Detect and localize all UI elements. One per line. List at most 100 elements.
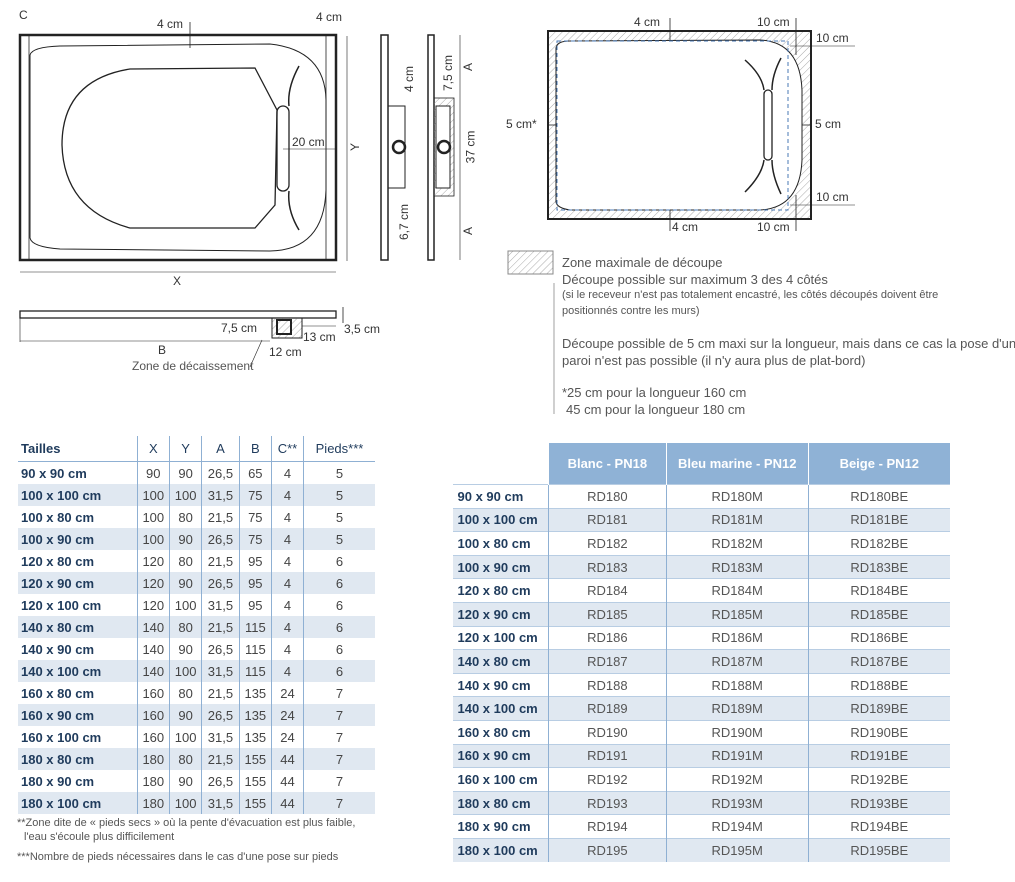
value-cell: RD194BE (807, 814, 950, 839)
value-cell: RD187 (547, 649, 667, 674)
value-cell: RD190M (665, 719, 809, 745)
size-cell: 180 x 90 cm (452, 814, 549, 839)
value-cell: 5 (303, 484, 375, 506)
value-cell: 155 (238, 792, 272, 814)
label-a-top: A (461, 62, 476, 72)
column-header: A (201, 436, 240, 462)
size-cell: 140 x 100 cm (18, 660, 138, 682)
value-cell: 135 (238, 704, 272, 726)
label-side-37cm: 37 cm (463, 130, 478, 164)
value-cell: 4 (270, 616, 304, 638)
value-cell: 80 (168, 506, 202, 528)
value-cell: 24 (270, 704, 304, 726)
value-cell: 135 (238, 726, 272, 748)
value-cell: 26,5 (201, 770, 240, 792)
value-cell: 160 (136, 726, 170, 748)
value-cell: 24 (270, 726, 304, 748)
size-cell: 140 x 90 cm (21, 641, 95, 657)
value-cell: RD195BE (807, 837, 950, 862)
size-cell: 100 x 90 cm (452, 554, 549, 579)
value-cell: RD188BE (807, 672, 950, 697)
value-cell: RD184 (547, 578, 667, 603)
column-header: Tailles (18, 436, 138, 462)
value-cell: 21,5 (201, 616, 240, 638)
value-cell: RD183 (547, 554, 667, 579)
legend-line-8: 45 cm pour la longueur 180 cm (566, 402, 746, 417)
value-cell: RD189 (547, 696, 667, 721)
value-cell: RD187M (665, 649, 809, 674)
value-cell: 4 (270, 594, 304, 616)
value-cell: RD186 (547, 625, 667, 650)
cut-top-4cm: 4 cm (634, 15, 661, 29)
label-a-bottom: A (461, 226, 476, 236)
value-cell: 31,5 (201, 660, 240, 682)
value-cell: RD188M (665, 672, 809, 697)
value-cell: 95 (238, 594, 272, 616)
value-cell: 90 (168, 461, 202, 484)
legend-line-5: Découpe possible de 5 cm maxi sur la lon… (562, 336, 1015, 351)
value-cell: 5 (303, 461, 375, 484)
footnote-pieds: ***Nombre de pieds nécessaires dans le c… (17, 851, 339, 863)
value-cell: 24 (270, 682, 304, 704)
value-cell: 120 (136, 594, 170, 616)
value-cell: RD180M (665, 484, 809, 509)
value-cell: 44 (270, 770, 304, 792)
value-cell: 90 (168, 638, 202, 660)
value-cell: 6 (303, 594, 375, 616)
value-cell: RD186M (665, 625, 809, 650)
value-cell: 135 (238, 682, 272, 704)
value-cell: 31,5 (201, 594, 240, 616)
size-cell: 140 x 80 cm (452, 649, 549, 674)
value-cell: 6 (303, 550, 375, 572)
value-cell: RD187BE (807, 649, 950, 674)
value-cell: 95 (238, 572, 272, 594)
value-cell: 7 (303, 792, 375, 814)
cut-right-10cm-top: 10 cm (816, 31, 849, 45)
value-cell: RD181M (665, 507, 809, 532)
size-cell: 120 x 100 cm (452, 625, 549, 650)
size-cell: 140 x 80 cm (18, 616, 138, 638)
value-cell: 115 (238, 638, 272, 660)
size-cell: 180 x 80 cm (452, 790, 549, 815)
value-cell: 160 (136, 682, 170, 704)
value-cell: 21,5 (201, 550, 240, 572)
technical-drawings (18, 18, 855, 414)
cut-right-10cm-bottom: 10 cm (816, 190, 849, 204)
size-cell: 90 x 90 cm (21, 465, 87, 481)
size-cell: 160 x 80 cm (452, 719, 549, 745)
value-cell: RD189M (665, 696, 809, 721)
value-cell: RD185 (547, 601, 667, 627)
value-cell: 95 (238, 550, 272, 572)
value-cell: 180 (136, 792, 170, 814)
size-cell: 100 x 80 cm (452, 531, 549, 556)
size-cell: 160 x 80 cm (21, 685, 95, 701)
column-header: X (136, 436, 170, 462)
value-cell: 115 (238, 660, 272, 682)
value-cell: RD191 (547, 743, 667, 768)
value-cell: 31,5 (201, 792, 240, 814)
label-section-7-5cm: 7,5 cm (221, 321, 258, 335)
value-cell: 155 (238, 748, 272, 770)
cut-top-10cm: 10 cm (757, 15, 790, 29)
value-cell: RD183M (665, 554, 809, 579)
value-cell: RD193 (547, 790, 667, 815)
label-section-3-5cm: 3,5 cm (344, 322, 381, 336)
value-cell: RD189BE (807, 696, 950, 721)
value-cell: 6 (303, 638, 375, 660)
size-cell: 160 x 90 cm (452, 743, 549, 768)
column-header: B (238, 436, 272, 462)
value-cell: 26,5 (201, 704, 240, 726)
value-cell: 7 (303, 704, 375, 726)
value-cell: 4 (270, 484, 304, 506)
